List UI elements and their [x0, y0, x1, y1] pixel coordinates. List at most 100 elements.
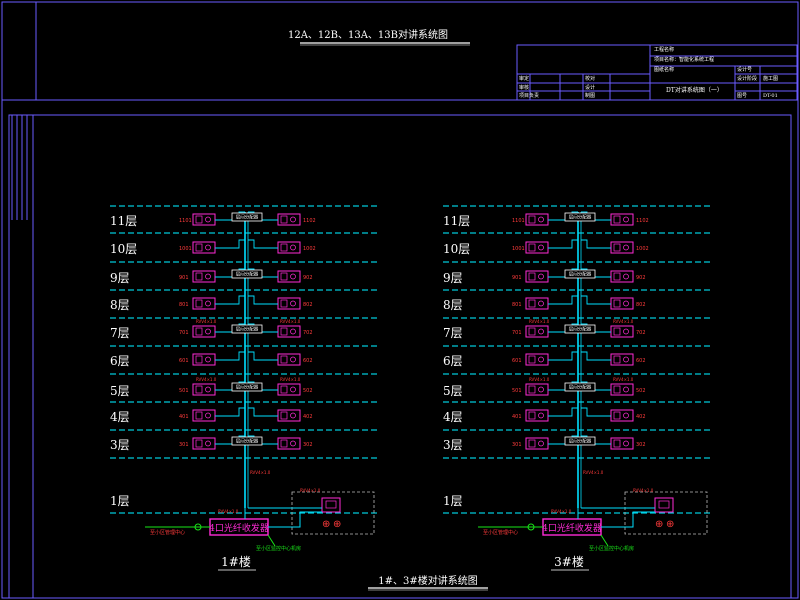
- indoor-monitor-right: [610, 383, 634, 396]
- floor-distributor: [564, 269, 596, 279]
- lock-icon: ⊕: [322, 519, 330, 530]
- unit-label-right: 302: [636, 442, 646, 448]
- unit-label-left: 1001: [512, 246, 525, 252]
- indoor-monitor-left: [525, 213, 549, 226]
- indoor-monitor-left: [525, 437, 549, 450]
- indoor-monitor-right: [610, 241, 634, 254]
- floor-label: 8层: [110, 298, 130, 312]
- entry-zone: [624, 491, 708, 535]
- branch-line-right: [248, 351, 278, 361]
- indoor-monitor-right: [610, 437, 634, 450]
- door-station: [321, 497, 341, 513]
- monitor-screen-icon: [613, 215, 621, 224]
- cable-annotation: RVV4×1.0: [613, 377, 634, 382]
- monitor-screen-icon: [528, 243, 536, 252]
- unit-label-right: 302: [303, 442, 313, 448]
- monitor-screen-icon: [195, 327, 203, 336]
- unit-label-left: 1101: [512, 218, 525, 224]
- unit-label-left: 901: [512, 275, 522, 281]
- monitor-screen-icon: [528, 411, 536, 420]
- indoor-monitor-right: [277, 409, 301, 422]
- distributor-label: 层间分配器: [569, 214, 592, 221]
- monitor-speaker-icon: [538, 216, 544, 223]
- indoor-monitor-right: [277, 325, 301, 338]
- title-block: [516, 44, 798, 101]
- unit-label-right: 702: [303, 330, 313, 336]
- indoor-monitor-left: [192, 383, 216, 396]
- monitor-speaker-icon: [623, 300, 629, 307]
- monitor-screen-icon: [613, 355, 621, 364]
- monitor-speaker-icon: [205, 356, 211, 363]
- monitor-speaker-icon: [623, 328, 629, 335]
- indoor-monitor-right: [277, 437, 301, 450]
- title-block-cell-label: 设计号: [737, 66, 752, 73]
- monitor-speaker-icon: [205, 440, 211, 447]
- unit-label-left: 601: [179, 358, 189, 364]
- drawing-name: DT对讲系统图（一）: [666, 86, 723, 94]
- monitor-screen-icon: [280, 272, 288, 281]
- monitor-screen-icon: [195, 355, 203, 364]
- floor-label: 4层: [110, 410, 130, 424]
- monitor-speaker-icon: [205, 412, 211, 419]
- lock-icon: ⊕: [333, 519, 341, 530]
- branch-line-right: [581, 295, 611, 305]
- branch-line-left: [215, 295, 245, 305]
- monitor-screen-icon: [195, 411, 203, 420]
- cable-annotation: RVV4×1.0: [613, 319, 634, 324]
- monitor-speaker-icon: [538, 356, 544, 363]
- monitor-speaker-icon: [205, 273, 211, 280]
- indoor-monitor-left: [192, 270, 216, 283]
- branch-line-left: [548, 295, 578, 305]
- cable-annotation: RVV4×1.0: [529, 377, 550, 382]
- branch-line-right: [581, 239, 611, 249]
- distributor-label: 层间分配器: [236, 384, 259, 391]
- floor-distributor: [564, 324, 596, 334]
- branch-line-right: [248, 407, 278, 417]
- indoor-monitor-left: [525, 325, 549, 338]
- floor-label: 4层: [443, 410, 463, 424]
- monitor-screen-icon: [195, 272, 203, 281]
- distributor-label: 层间分配器: [236, 271, 259, 278]
- floor-label: 5层: [110, 384, 130, 398]
- floor-distributor: [231, 436, 263, 446]
- floor-label: 9层: [443, 271, 463, 285]
- monitor-screen-icon: [280, 439, 288, 448]
- monitor-screen-icon: [528, 299, 536, 308]
- monitor-screen-icon: [195, 215, 203, 224]
- floor-label: 6层: [443, 354, 463, 368]
- title-block-row: 图纸名称: [654, 66, 674, 73]
- monitor-screen-icon: [280, 299, 288, 308]
- monitor-speaker-icon: [538, 440, 544, 447]
- branch-line-right: [581, 351, 611, 361]
- monitor-screen-icon: [613, 299, 621, 308]
- monitor-screen-icon: [280, 243, 288, 252]
- indoor-monitor-right: [610, 353, 634, 366]
- building-name: 1#楼: [221, 554, 251, 569]
- unit-label-left: 801: [179, 302, 189, 308]
- sign-mid-label: 制图: [585, 92, 595, 99]
- unit-label-right: 802: [636, 302, 646, 308]
- branch-line-right: [581, 407, 611, 417]
- indoor-monitor-right: [610, 213, 634, 226]
- monitor-speaker-icon: [290, 328, 296, 335]
- floor-distributor: [564, 382, 596, 392]
- unit-label-left: 701: [512, 330, 522, 336]
- monitor-speaker-icon: [623, 386, 629, 393]
- monitor-speaker-icon: [538, 300, 544, 307]
- entry-zone: [291, 491, 375, 535]
- unit-label-right: 1002: [303, 246, 316, 252]
- junction-icon: [527, 523, 535, 531]
- indoor-monitor-left: [525, 270, 549, 283]
- monitor-speaker-icon: [290, 216, 296, 223]
- indoor-monitor-left: [525, 353, 549, 366]
- indoor-monitor-left: [192, 297, 216, 310]
- indoor-monitor-left: [192, 353, 216, 366]
- unit-label-left: 901: [179, 275, 189, 281]
- title-block-cell-label: 设计阶段: [737, 75, 757, 82]
- indoor-monitor-left: [525, 409, 549, 422]
- cable-annotation: RVV4×1.0: [551, 509, 572, 514]
- distributor-label: 层间分配器: [569, 384, 592, 391]
- fiber-transceiver-label: 4口光纤收发器: [542, 522, 602, 534]
